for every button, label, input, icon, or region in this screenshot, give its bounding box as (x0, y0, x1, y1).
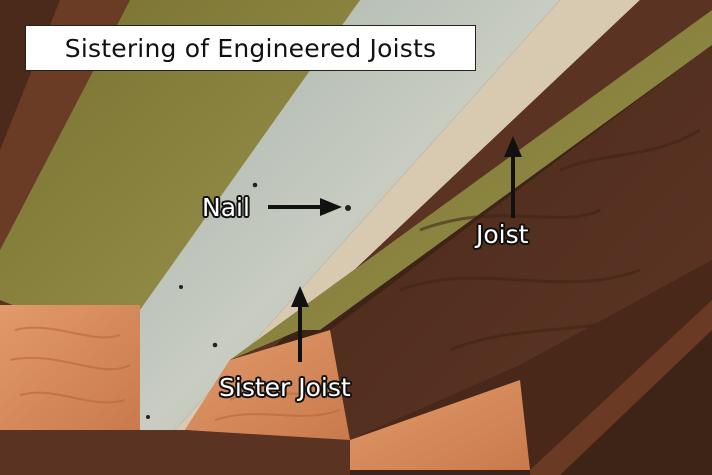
sister-joist-face (140, 0, 560, 430)
nail-dot (146, 415, 150, 419)
nail-label: Nail (202, 193, 250, 222)
right-joist-end-grain (185, 330, 350, 440)
left-joist-end-grain (0, 305, 140, 430)
right-joist-grain (399, 128, 701, 352)
diagram-title: Sistering of Engineered Joists (64, 33, 437, 63)
nail-arrow (268, 198, 342, 216)
right-end-grain-rings (214, 389, 341, 421)
right-joist-face (330, 45, 712, 440)
next-joist-bottom (530, 300, 712, 475)
nail-dot (179, 285, 183, 289)
original-joist-top (185, 0, 712, 430)
insulation-left (0, 0, 360, 330)
sister-joist-label: Sister Joist (219, 373, 351, 402)
sister-joist-arrow (291, 286, 309, 362)
nail-dot (212, 342, 218, 348)
joist-arrow (504, 136, 522, 218)
title-box: Sistering of Engineered Joists (25, 25, 476, 71)
left-end-grain-rings (9, 326, 131, 404)
insulation-right (230, 10, 712, 360)
bottom-shadow (0, 430, 350, 475)
joist-label: Joist (476, 220, 529, 249)
nail-dot (345, 205, 351, 211)
next-joist-end-grain (350, 380, 530, 470)
nail-dot (252, 182, 258, 188)
